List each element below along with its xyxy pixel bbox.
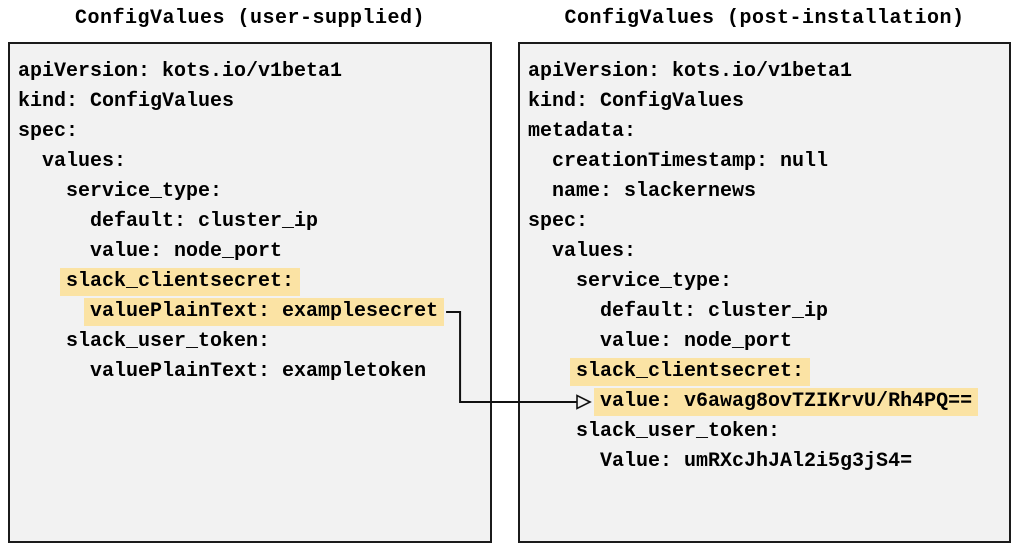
indent-spaces [528, 390, 600, 413]
code-text: kind: ConfigValues [18, 90, 235, 113]
code-line: apiVersion: kots.io/v1beta1 [528, 57, 1001, 87]
code-line: valuePlainText: examplesecret [18, 297, 482, 327]
code-line: apiVersion: kots.io/v1beta1 [18, 57, 482, 87]
code-text: values: [42, 150, 127, 173]
indent-spaces [18, 180, 66, 203]
code-line: values: [18, 147, 482, 177]
code-text: default: cluster_ip [90, 210, 319, 233]
code-line: slack_user_token: [18, 327, 482, 357]
code-text: value: node_port [90, 240, 283, 263]
code-text: apiVersion: kots.io/v1beta1 [528, 60, 853, 83]
left-code-lines: apiVersion: kots.io/v1beta1 kind: ConfigV… [10, 44, 490, 400]
code-text: slack_user_token: [66, 330, 271, 353]
indent-spaces [528, 360, 576, 383]
code-text: kind: ConfigValues [528, 90, 745, 113]
user-supplied-config-box: apiVersion: kots.io/v1beta1 kind: ConfigV… [8, 42, 492, 543]
code-text: spec: [528, 210, 589, 233]
code-line: Value: umRXcJhJAl2i5g3jS4= [528, 447, 1001, 477]
code-line: value: v6awag8ovTZIKrvU/Rh4PQ== [528, 387, 1001, 417]
code-text: metadata: [528, 120, 637, 143]
code-line: spec: [18, 117, 482, 147]
code-line: metadata: [528, 117, 1001, 147]
code-text: Value: umRXcJhJAl2i5g3jS4= [600, 450, 913, 473]
post-installation-config-box: apiVersion: kots.io/v1beta1 kind: ConfigV… [518, 42, 1011, 543]
code-line: default: cluster_ip [18, 207, 482, 237]
code-line: values: [528, 237, 1001, 267]
code-line: value: node_port [528, 327, 1001, 357]
code-line: slack_user_token: [528, 417, 1001, 447]
indent-spaces [18, 150, 42, 173]
code-line: service_type: [528, 267, 1001, 297]
code-text: values: [552, 240, 637, 263]
indent-spaces [528, 180, 552, 203]
highlighted-code-text: value: v6awag8ovTZIKrvU/Rh4PQ== [594, 388, 979, 416]
code-text: name: slackernews [552, 180, 757, 203]
indent-spaces [528, 300, 600, 323]
indent-spaces [528, 270, 576, 293]
indent-spaces [18, 210, 90, 233]
highlighted-code-text: slack_clientsecret: [570, 358, 811, 386]
indent-spaces [18, 270, 66, 293]
indent-spaces [528, 330, 600, 353]
indent-spaces [18, 240, 90, 263]
code-text: spec: [18, 120, 79, 143]
code-text: value: node_port [600, 330, 793, 353]
indent-spaces [528, 420, 576, 443]
code-text: creationTimestamp: null [552, 150, 829, 173]
indent-spaces [18, 330, 66, 353]
code-text: slack_user_token: [576, 420, 781, 443]
code-text: default: cluster_ip [600, 300, 829, 323]
code-text: apiVersion: kots.io/v1beta1 [18, 60, 343, 83]
code-line: name: slackernews [528, 177, 1001, 207]
code-text: service_type: [576, 270, 733, 293]
code-text: valuePlainText: exampletoken [90, 360, 427, 383]
code-text: service_type: [66, 180, 223, 203]
left-panel-title: ConfigValues (user-supplied) [74, 7, 426, 30]
indent-spaces [528, 450, 600, 473]
indent-spaces [18, 300, 90, 323]
code-line: valuePlainText: exampletoken [18, 357, 482, 387]
code-line: slack_clientsecret: [528, 357, 1001, 387]
code-line: kind: ConfigValues [18, 87, 482, 117]
code-line: default: cluster_ip [528, 297, 1001, 327]
code-line: creationTimestamp: null [528, 147, 1001, 177]
code-line: slack_clientsecret: [18, 267, 482, 297]
code-line: spec: [528, 207, 1001, 237]
right-panel-title: ConfigValues (post-installation) [564, 7, 965, 30]
code-line: service_type: [18, 177, 482, 207]
highlighted-code-text: valuePlainText: examplesecret [84, 298, 445, 326]
indent-spaces [528, 150, 552, 173]
right-code-lines: apiVersion: kots.io/v1beta1 kind: ConfigV… [520, 44, 1009, 490]
code-line: value: node_port [18, 237, 482, 267]
indent-spaces [18, 360, 90, 383]
code-line: kind: ConfigValues [528, 87, 1001, 117]
highlighted-code-text: slack_clientsecret: [60, 268, 301, 296]
indent-spaces [528, 240, 552, 263]
